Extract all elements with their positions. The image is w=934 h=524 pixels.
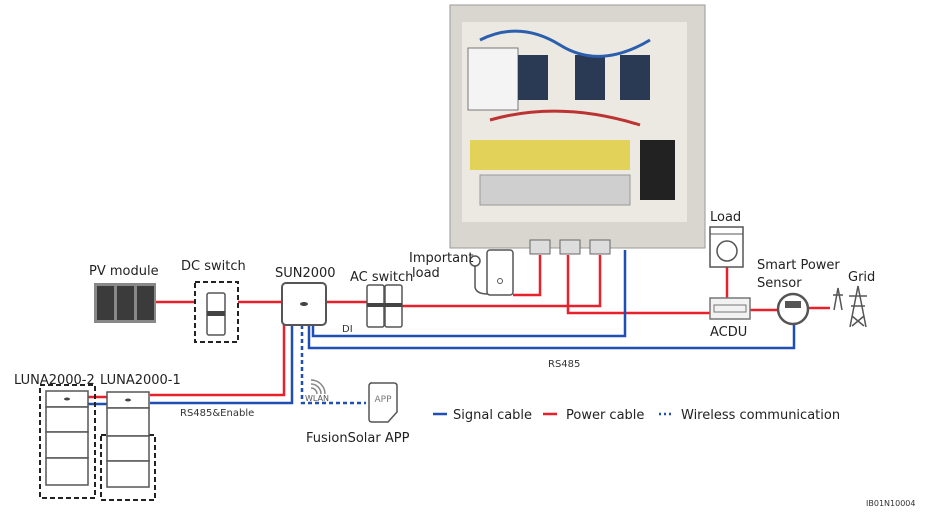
pv-module-icon <box>94 283 156 323</box>
app-icon: APP <box>368 382 398 423</box>
wlan-label: WLAN <box>305 394 329 403</box>
legend-wireless-label: Wireless communication <box>681 408 840 423</box>
sun2000-label: SUN2000 <box>275 266 336 281</box>
acdu-icon <box>709 297 751 320</box>
legend: Signal cable Power cable Wireless commun… <box>433 408 840 423</box>
luna2000-2-battery-icon <box>39 384 96 499</box>
important-load-label-1: Important <box>409 251 473 266</box>
luna2000-1-label: LUNA2000-1 <box>100 373 181 388</box>
legend-power-label: Power cable <box>566 408 644 423</box>
rs485-enable-label: RS485&Enable <box>180 408 254 419</box>
smart-power-sensor-label-2: Sensor <box>757 276 802 291</box>
dc-switch-icon <box>194 281 239 343</box>
washing-machine-icon <box>709 226 744 268</box>
luna2000-1-battery-icon <box>100 391 156 501</box>
grid-label: Grid <box>848 270 875 285</box>
legend-signal-label: Signal cable <box>453 408 532 423</box>
pv-module-label: PV module <box>89 264 159 279</box>
important-load-heater-icon <box>469 249 514 296</box>
wifi-icon <box>310 379 326 395</box>
acdu-label: ACDU <box>710 325 747 340</box>
signal-cables <box>88 250 796 406</box>
di-label: DI <box>342 324 353 335</box>
ac-switch-icon <box>366 284 403 328</box>
important-load-label-2: load <box>412 266 440 281</box>
app-icon-label: APP <box>374 395 392 405</box>
smart-power-sensor-label-1: Smart Power <box>757 258 840 273</box>
grid-tower-icon <box>833 285 867 328</box>
load-label: Load <box>710 210 741 225</box>
sun2000-inverter-icon <box>281 282 327 326</box>
rs485-label: RS485 <box>548 359 580 370</box>
ac-switch-label: AC switch <box>350 270 413 285</box>
fusionsolar-app-label: FusionSolar APP <box>306 431 410 446</box>
dc-switch-label: DC switch <box>181 259 246 274</box>
wlan-link <box>300 325 366 405</box>
control-box-photo <box>449 4 706 255</box>
power-cables <box>88 255 830 399</box>
smart-power-sensor-icon <box>776 292 810 326</box>
luna2000-2-label: LUNA2000-2 <box>14 373 95 388</box>
figure-id: IB01N10004 <box>866 499 915 508</box>
